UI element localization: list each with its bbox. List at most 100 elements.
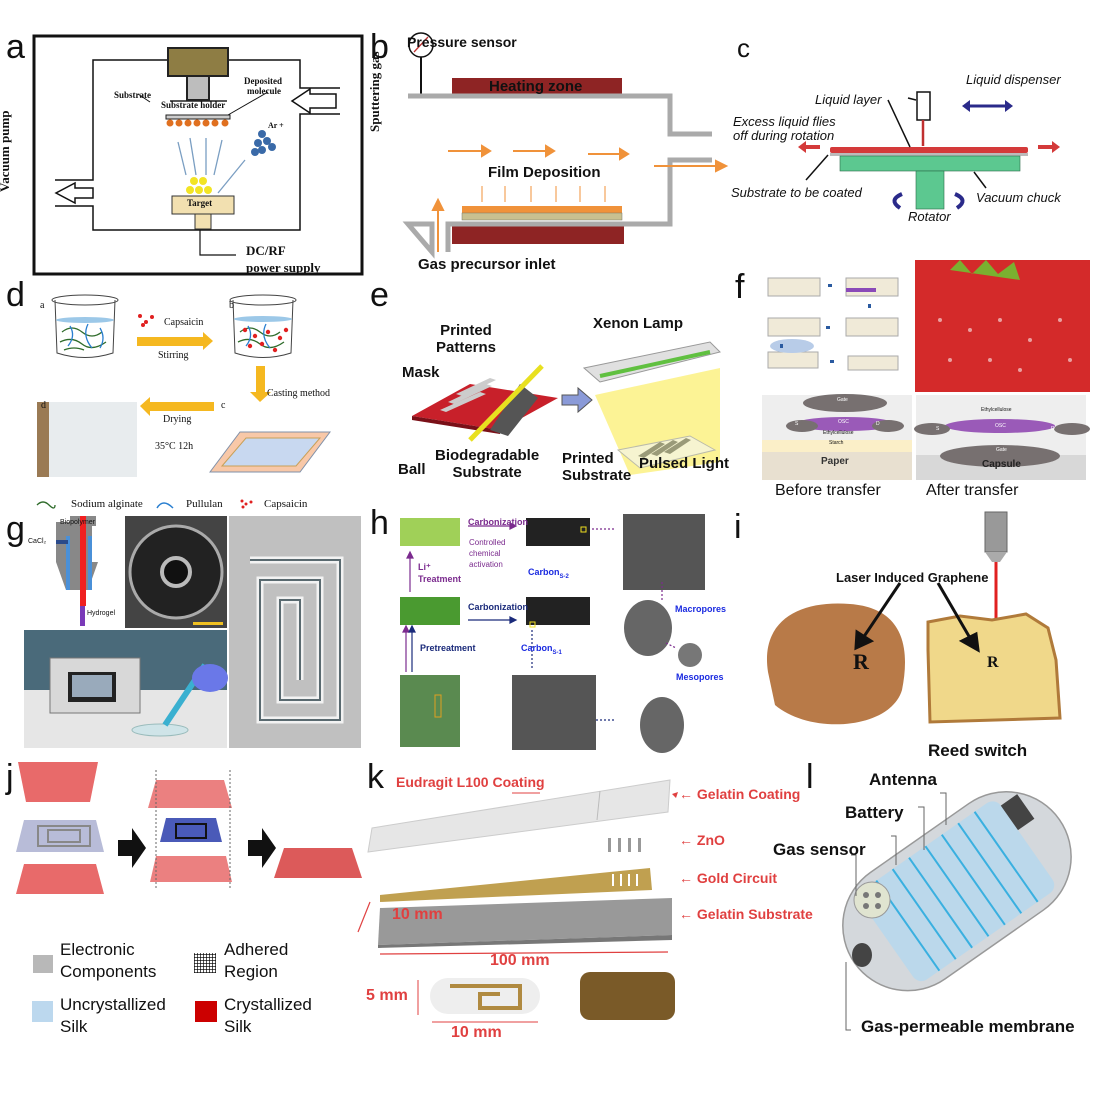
label-target: Target [187,198,213,208]
shape-rect [638,838,641,852]
legend-uncrystallized-1: Uncrystallized [60,995,166,1014]
label-pretreatment: Pretreatment [420,643,476,653]
shape-g [612,874,638,886]
shape-path [892,192,903,210]
shape-path [232,299,294,358]
label-ethylcellulose-after: Ethylcellulose [981,407,1012,413]
label-biodegradable: Biodegradable Substrate [435,447,539,482]
shape-polygon [402,624,410,633]
shape-rect [529,621,536,628]
callout-lines [805,97,987,189]
label-after-transfer: After transfer [926,482,1019,499]
label-d-after: D [1051,426,1055,432]
photonic-sintering-diagram [412,341,721,475]
shape-circle [258,146,266,154]
label-gold-text: Gold Circuit [696,870,778,886]
substrate-layer [461,212,623,221]
label-excess-2: off during rotation [733,128,835,144]
target-atoms [186,177,212,194]
cross-section-after [914,395,1090,480]
label-drying: Drying [163,414,192,425]
shape-line [217,159,246,194]
shape-circle [190,177,198,185]
shape-polygon [1005,100,1013,112]
liquid-layer [830,147,1028,153]
vacuum-pump-arrow [54,181,94,205]
shape-ellipse [872,420,904,432]
shape-path [54,299,116,358]
shape-circle [184,119,192,127]
heater-top [452,78,622,96]
panel-label-d: d [6,276,25,314]
shape-path [250,559,341,721]
label-reed-switch: Reed switch [928,741,1028,760]
shape-polygon [958,631,980,653]
shape-circle [150,315,154,319]
sensor-capsule-photo [580,972,675,1020]
shape-polygon [798,141,806,153]
step-c: c [221,400,226,411]
label-capsaicin: Capsaicin [164,317,204,328]
label-excess-liquid: Excess liquid flies off during rotation [733,114,836,144]
label-lig: Laser Induced Graphene [836,570,989,585]
label-printed-2: Patterns [436,339,497,357]
shape-circle [254,139,262,147]
shape-circle [141,323,145,327]
shape-circle [138,314,142,318]
shape-rect [845,317,899,337]
stack-bottom [150,856,232,882]
shape-polygon [431,197,445,211]
legend-swatch-capsaicin [240,499,253,509]
casting-arrow [250,366,271,402]
capsule-body [842,791,1072,992]
legend-adhered-2: Region [224,962,278,982]
vacuum-chuck [839,155,1021,172]
label-mask: Mask [402,364,440,381]
shape-rect [830,153,1028,156]
sem-zoom-s1 [640,697,684,753]
label-paper: Paper [821,456,849,467]
label-substrate-holder: Substrate holder [161,100,226,110]
shape-polygon [220,437,322,467]
scale-bar [193,622,223,625]
label-printed-substrate: Printed Substrate [562,450,631,485]
shape-path [67,323,104,349]
label-gelatin-coating: ← Gelatin Coating [679,786,801,802]
holder-stem [186,75,210,101]
label-rotator: Rotator [908,209,951,224]
shape-ellipse [131,723,189,737]
shape-g [863,892,881,909]
shape-g [242,327,289,353]
label-capsule: Capsule [982,459,1021,470]
label-carbon-s2: CarbonS-2 [528,567,569,580]
label-gate-before: Gate [837,397,848,403]
shape-rect [608,838,611,852]
shape-rect [762,440,912,452]
shape-path [954,192,965,210]
label-carbonization-mid: Carbonization [468,602,528,612]
label-dim-10-bottom: 10 mm [451,1024,502,1041]
shape-rect [845,277,899,297]
label-casting: Casting method [267,388,331,399]
shape-circle [199,177,207,185]
gelatin-substrate-block [378,898,672,945]
beaker-a [51,294,119,358]
label-controlled-1: Controlled [469,538,506,547]
label-carbon-s1: CarbonS-1 [521,643,562,656]
shape-g [938,318,1072,372]
shape-rect [767,277,821,297]
label-carbon-s1-sub: S-1 [552,649,562,656]
process-arrow-1 [118,828,146,868]
legend-swatch-pullulan [156,502,174,509]
label-drying-cond: 35°C 12h [155,441,194,452]
dispenser-motion-arrow [962,100,1013,112]
label-vacuum-pump: Vacuum pump [0,110,12,192]
shape-polyline [918,806,925,850]
shape-line [973,811,1039,903]
legend-swatch-crystallized [195,1001,217,1022]
shape-rect [767,317,821,337]
label-s-before: S [795,421,799,427]
legend-electronic: Electronic Components [60,939,156,983]
step-b: b [229,300,234,311]
shape-ellipse [803,394,887,412]
